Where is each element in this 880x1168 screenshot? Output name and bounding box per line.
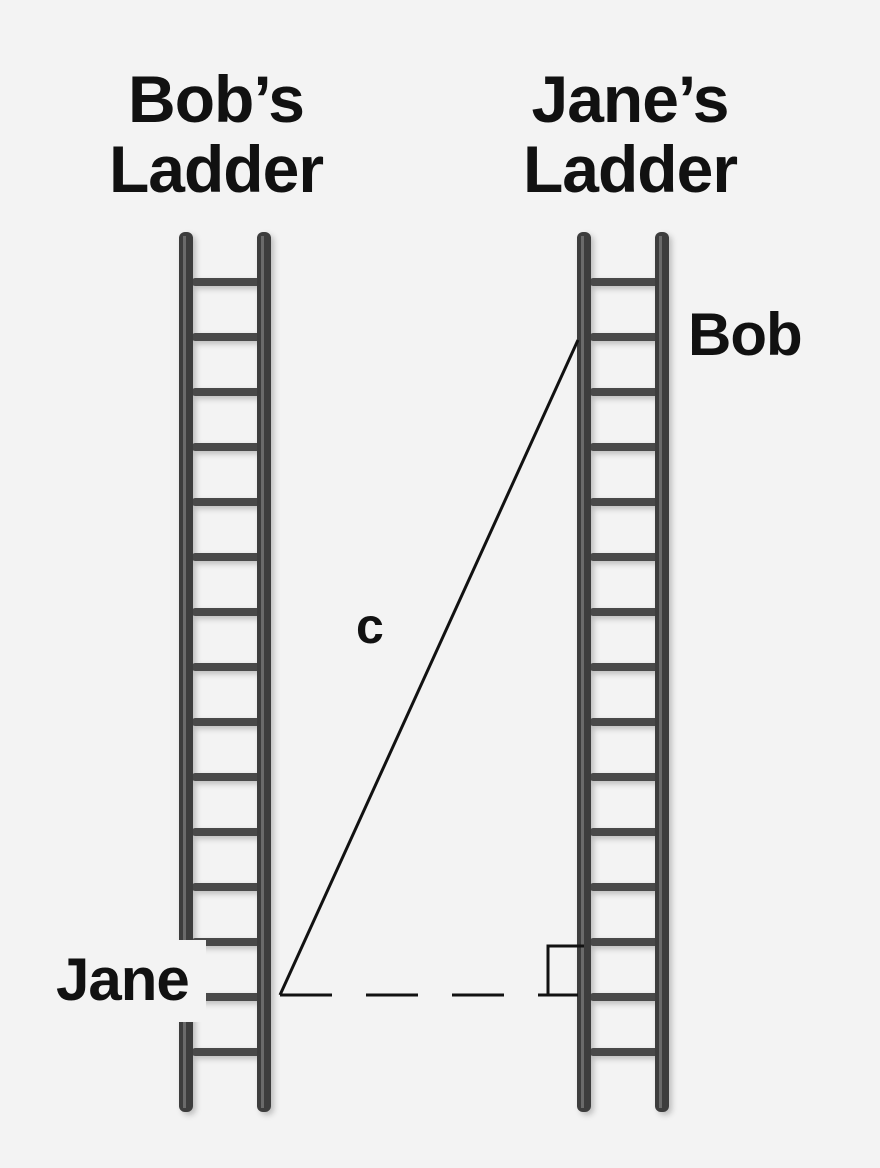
bobs-ladder-rung [192, 553, 264, 561]
janes-ladder-rung [590, 718, 662, 726]
janes-ladder-rung [590, 1048, 662, 1056]
janes-ladder-title-line2: Ladder [522, 132, 738, 206]
janes-ladder-rung [590, 498, 662, 506]
bobs-ladder-rung [192, 828, 264, 836]
bobs-ladder-title-line2: Ladder [108, 132, 324, 206]
bobs-ladder-title: Bob’s Ladder [36, 64, 396, 204]
bobs-ladder-rail-highlight [183, 236, 186, 1108]
bobs-ladder [179, 232, 271, 1112]
janes-ladder-rung [590, 773, 662, 781]
bobs-ladder-rung [192, 993, 264, 1001]
janes-ladder-rung [590, 938, 662, 946]
bobs-ladder-rail-highlight [261, 236, 264, 1108]
janes-ladder-rung [590, 883, 662, 891]
bobs-ladder-rung [192, 663, 264, 671]
bobs-ladder-rung [192, 278, 264, 286]
janes-ladder-rung [590, 388, 662, 396]
janes-ladder-rung [590, 333, 662, 341]
bobs-ladder-rung [192, 1048, 264, 1056]
bob-position-label: Bob [688, 301, 803, 368]
jane-label-backdrop [176, 940, 206, 1022]
bobs-ladder-rung [192, 718, 264, 726]
janes-ladder-rung [590, 278, 662, 286]
hypotenuse-label: c [356, 598, 384, 654]
bobs-ladder-title-line1: Bob’s [128, 62, 305, 136]
janes-ladder-rail-highlight [581, 236, 584, 1108]
bobs-ladder-rung [192, 498, 264, 506]
jane-position-label: Jane [56, 946, 190, 1013]
janes-ladder-rung [590, 663, 662, 671]
janes-ladder-rail-highlight [659, 236, 662, 1108]
janes-ladder-rung [590, 443, 662, 451]
janes-ladder-rung [590, 993, 662, 1001]
janes-ladder-rung [590, 828, 662, 836]
janes-ladder-title: Jane’s Ladder [450, 64, 810, 204]
bobs-ladder-rung [192, 333, 264, 341]
bobs-ladder-rung [192, 938, 264, 946]
janes-ladder-title-line1: Jane’s [531, 62, 729, 136]
bobs-ladder-rung [192, 443, 264, 451]
hypotenuse-line-c [278, 339, 580, 996]
janes-ladder-rung [590, 608, 662, 616]
bobs-ladder-rung [192, 388, 264, 396]
bobs-ladder-rung [192, 773, 264, 781]
right-angle-marker [546, 944, 584, 995]
janes-ladder-rung [590, 553, 662, 561]
bobs-ladder-rung [192, 883, 264, 891]
janes-ladder [577, 232, 669, 1112]
bobs-ladder-rung [192, 608, 264, 616]
